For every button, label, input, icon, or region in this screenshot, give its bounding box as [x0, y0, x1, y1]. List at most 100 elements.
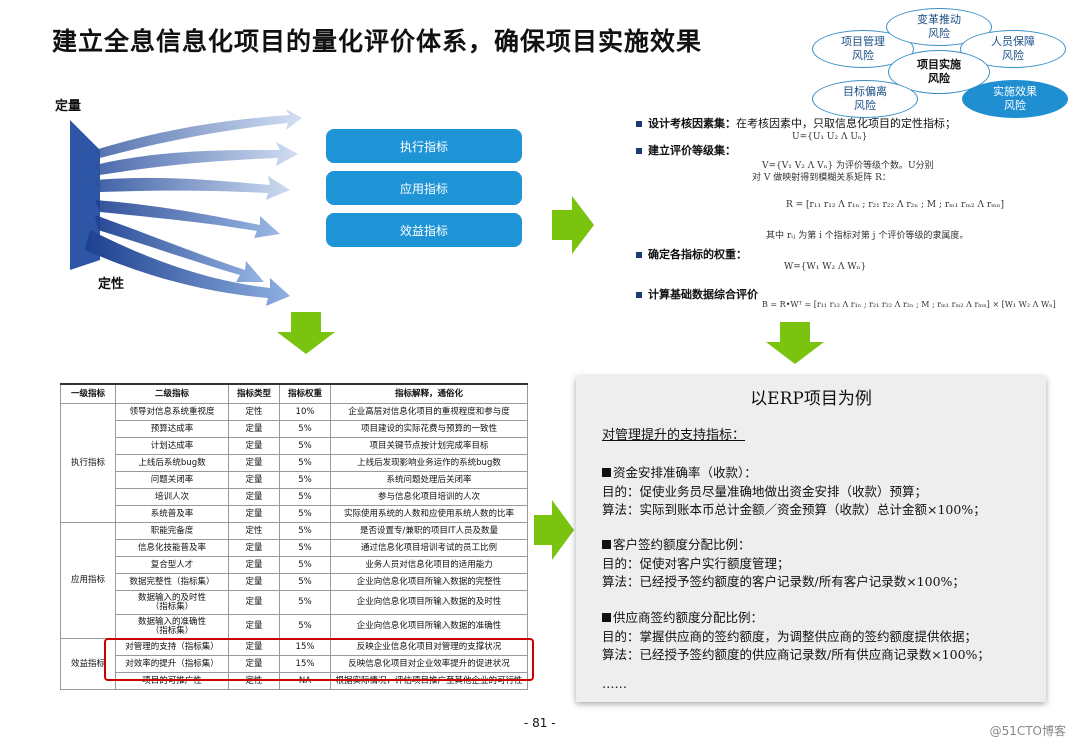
- step-3: 确定各指标的权重：: [636, 246, 747, 262]
- risk-bubble-effect: 实施效果 风险: [962, 80, 1068, 118]
- cell: 培训人次: [115, 488, 229, 506]
- bullet-square-icon: [636, 121, 642, 127]
- cell: 5%: [279, 471, 331, 489]
- cell: 数据输入的及时性 （指标集）: [115, 590, 229, 615]
- panel-line: 供应商签约额度分配比例：: [602, 607, 763, 626]
- cell: 领导对信息系统重视度: [115, 403, 229, 421]
- panel-line: 目的：促使对客户实行额度管理；: [602, 556, 790, 571]
- cell: 系统普及率: [115, 505, 229, 523]
- qual-label: 定性: [98, 277, 125, 292]
- panel-line: 算法：已经授予签约额度的客户记录数/所有客户记录数×100%；: [602, 574, 965, 589]
- cell: 定量: [228, 505, 280, 523]
- step-1-formula: U={U₁ U₂ Λ Uₙ}: [792, 132, 868, 142]
- cell: 企业向信息化项目所输入数据的完整性: [330, 573, 528, 591]
- cell: 定量: [228, 590, 280, 615]
- col-header: 一级指标: [60, 383, 116, 404]
- panel-line: 目的：促使业务员尽量准确地做出资金安排（收款）预算；: [602, 484, 928, 499]
- cell: 计划达成率: [115, 437, 229, 455]
- cell: 定量: [228, 420, 280, 438]
- step-4: 计算基础数据综合评价: [636, 286, 758, 302]
- step-3-title: 确定各指标的权重：: [648, 248, 747, 261]
- cell: 项目建设的实际花费与预算的一致性: [330, 420, 528, 438]
- cell: 预算达成率: [115, 420, 229, 438]
- page-title: 建立全息信息化项目的量化评价体系，确保项目实施效果: [52, 27, 703, 56]
- col-header: 指标权重: [279, 383, 331, 404]
- cell: 职能完备度: [115, 522, 229, 540]
- cell: 定量: [228, 454, 280, 472]
- bullet-square-icon: [636, 252, 642, 258]
- step-3-formula: W={W₁ W₂ Λ Wₙ}: [784, 262, 867, 272]
- quant-label: 定量: [55, 99, 82, 114]
- green-arrow-down-right-icon: [766, 322, 824, 364]
- cell: 定量: [228, 488, 280, 506]
- cell: 定量: [228, 556, 280, 574]
- cell: 5%: [279, 556, 331, 574]
- cell: 5%: [279, 614, 331, 639]
- step-4-formula: B = R•Wᵀ = [r₁₁ r₁₂ Λ r₁ₙ ; r₂₁ r₂₂ Λ r₂…: [762, 300, 1056, 309]
- col-header: 二级指标: [115, 383, 229, 404]
- cell: 项目关键节点按计划完成率目标: [330, 437, 528, 455]
- group-cell: 效益指标: [60, 638, 116, 690]
- cell: 数据输入的准确性 （指标集）: [115, 614, 229, 639]
- bullet-square-icon: [636, 292, 642, 298]
- pill-benefit: 效益指标: [326, 213, 522, 247]
- col-header: 指标类型: [228, 383, 280, 404]
- bullet-square-icon: [602, 613, 611, 622]
- pill-execution: 执行指标: [326, 129, 522, 163]
- cell: 5%: [279, 505, 331, 523]
- cell: 通过信息化项目培训考试的员工比例: [330, 539, 528, 557]
- step-2-formula-2: 对 V 做映射得到模糊关系矩阵 R：: [752, 173, 891, 183]
- green-arrow-down-left-icon: [277, 312, 335, 354]
- cell: 定量: [228, 573, 280, 591]
- erp-example-panel: 以ERP项目为例 对管理提升的支持指标： 资金安排准确率（收款）： 目的：促使业…: [576, 376, 1046, 702]
- step-4-title: 计算基础数据综合评价: [648, 288, 758, 301]
- step-2-title: 建立评价等级集：: [648, 144, 736, 157]
- cell: 实际使用系统的人数和应使用系统人数的比率: [330, 505, 528, 523]
- cell: 定量: [228, 539, 280, 557]
- cell: 5%: [279, 420, 331, 438]
- cell: 企业向信息化项目所输入数据的及时性: [330, 590, 528, 615]
- watermark: @51CTO博客: [989, 724, 1066, 738]
- step-2-formula: V={V₁ V₂ Λ Vₙ} 为评价等级个数。U分别: [762, 161, 934, 171]
- cell: 上线后系统bug数: [115, 454, 229, 472]
- cell: 5%: [279, 573, 331, 591]
- cell: 定性: [228, 403, 280, 421]
- cell: 企业高层对信息化项目的重视程度和参与度: [330, 403, 528, 421]
- group-cell: 执行指标: [60, 403, 116, 523]
- risk-bubble-target: 目标偏离 风险: [812, 80, 918, 118]
- cell: 定量: [228, 614, 280, 639]
- cell: 信息化技能普及率: [115, 539, 229, 557]
- step-2-matrix: R = [r₁₁ r₁₂ Λ r₁ₙ ; r₂₁ r₂₂ Λ r₂ₙ ; M ;…: [786, 200, 1005, 210]
- cell: 定量: [228, 471, 280, 489]
- arrow-fan-diagram: [70, 110, 302, 306]
- panel-line-text: 资金安排准确率（收款）：: [613, 465, 757, 480]
- cell: 5%: [279, 454, 331, 472]
- cell: 上线后发现影响业务运作的系统bug数: [330, 454, 528, 472]
- panel-line: 资金安排准确率（收款）：: [602, 462, 757, 481]
- col-header: 指标解释，通俗化: [330, 383, 528, 404]
- panel-line: ……: [602, 676, 627, 691]
- pill-application: 应用指标: [326, 171, 522, 205]
- panel-title: 以ERP项目为例: [750, 389, 872, 409]
- step-2-note: 其中 rᵢⱼ 为第 i 个指标对第 j 个评价等级的隶属度。: [766, 231, 969, 241]
- risk-bubble-center: 项目实施 风险: [888, 50, 990, 94]
- panel-line: 算法：实际到账本币总计金额／资金预算（收款）总计金额×100%；: [602, 502, 986, 517]
- panel-line: 目的：掌握供应商的签约额度，为调整供应商的签约额度提供依据；: [602, 629, 978, 644]
- cell: 参与信息化项目培训的人次: [330, 488, 528, 506]
- bullet-square-icon: [602, 540, 611, 549]
- cell: 是否设置专/兼职的项目IT人员及数量: [330, 522, 528, 540]
- cell: 定量: [228, 437, 280, 455]
- panel-line: 客户签约额度分配比例：: [602, 534, 751, 553]
- panel-subtitle: 对管理提升的支持指标：: [602, 428, 746, 443]
